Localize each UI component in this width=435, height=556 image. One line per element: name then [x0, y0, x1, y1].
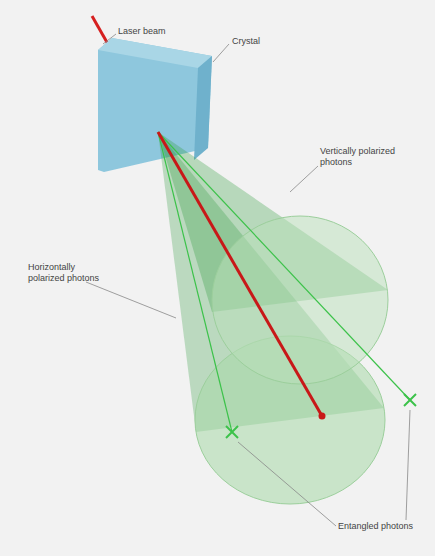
callout-label: Laser beam — [118, 26, 188, 37]
callout-label: Vertically polarized photons — [320, 146, 402, 168]
cone-base — [212, 216, 388, 384]
leader-line — [86, 34, 410, 526]
photon-marker — [226, 394, 416, 438]
callout-label: Crystal — [232, 36, 292, 47]
crystal-top — [98, 38, 212, 68]
crystal-side — [194, 56, 212, 160]
callout-label: Horizontally polarized photons — [28, 262, 106, 284]
crystal-block — [98, 38, 212, 172]
laser-beam — [158, 132, 322, 416]
photon-ray — [158, 132, 232, 432]
callout-label: Entangled photons — [338, 521, 428, 532]
laser-dot — [319, 413, 326, 420]
photon-ray — [158, 132, 410, 400]
